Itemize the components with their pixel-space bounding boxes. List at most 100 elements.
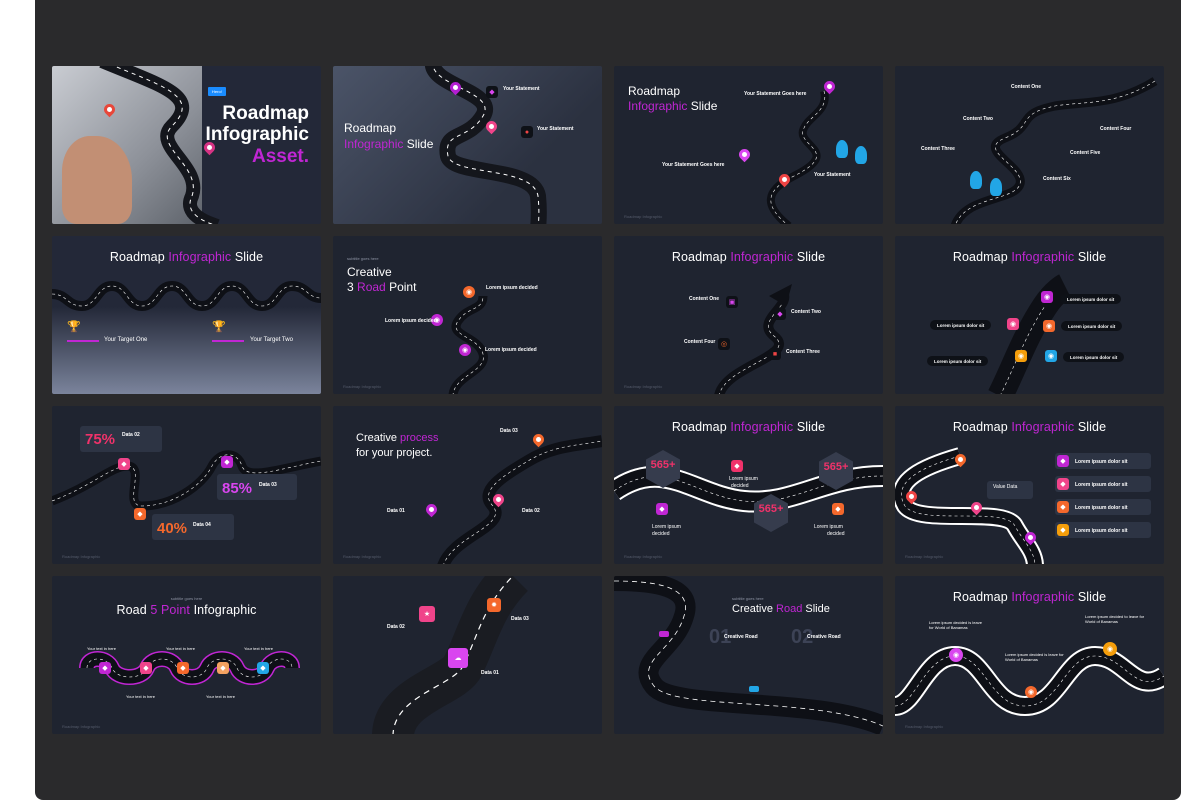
- hero-title-1: Roadmap: [222, 103, 309, 124]
- point-pill-1: Lorem ipsum dolor sit: [1060, 294, 1122, 304]
- title-word: Roadmap: [952, 250, 1008, 264]
- hex-value-2: 565+: [754, 494, 788, 532]
- value-icon: ◆: [832, 503, 844, 515]
- hand-shape: [62, 136, 132, 224]
- number-1: 01: [709, 626, 732, 648]
- title-word: Slide: [234, 250, 264, 264]
- footer-text: Roadmap Infographic: [905, 724, 944, 729]
- data-icon: ◆: [134, 508, 146, 520]
- pin-badge-icon: ◉: [1025, 686, 1037, 698]
- title-word: Infographic: [193, 603, 257, 617]
- slide-15[interactable]: subtitle goes here Creative Road Slide 0…: [614, 576, 883, 734]
- content-4: Content Four: [684, 339, 716, 345]
- content-3: Content Three: [786, 349, 820, 355]
- point-text: Your text in here: [166, 646, 195, 651]
- pin-badge-icon: ◉: [949, 648, 963, 662]
- slide-9[interactable]: 75% Data 02 85% Data 03 40% Data 04 ◆ ◆ …: [52, 406, 321, 564]
- cloud-icon: ☁: [448, 648, 468, 668]
- star-icon: ★: [419, 606, 435, 622]
- data-2: Data 02: [387, 624, 405, 630]
- title-accent: Infographic: [628, 99, 688, 113]
- data-3: Data 03: [511, 616, 529, 622]
- slide-13[interactable]: subtitle goes here Road 5 Point Infograp…: [52, 576, 321, 734]
- hero-road: [99, 66, 220, 224]
- content-5: Content Five: [1070, 150, 1101, 156]
- list-card: [1055, 522, 1151, 538]
- tree-icon: [990, 178, 1002, 196]
- title-accent: Road: [357, 280, 386, 294]
- title-word: Roadmap: [671, 420, 727, 434]
- point-pill-4: Lorem ipsum dolor sit: [927, 356, 989, 366]
- slide-12-title: Roadmap Infographic Slide: [895, 420, 1164, 434]
- title-accent: Infographic: [730, 250, 794, 264]
- content-icon: ▣: [726, 296, 738, 308]
- slide-2[interactable]: Roadmap Infographic Slide ◆ Your Stateme…: [333, 66, 602, 224]
- point-icon: ◆: [140, 662, 152, 674]
- trophy-icon: 🏆: [212, 321, 226, 333]
- title-accent: Infographic: [1011, 420, 1075, 434]
- slide-4-road: [951, 77, 1158, 224]
- slide-6[interactable]: subtitle goes here Creative 3 Road Point…: [333, 236, 602, 394]
- eyebrow: subtitle goes here: [732, 596, 764, 601]
- point-icon: ◆: [217, 662, 229, 674]
- value-label-1: Lorem ipsum: [729, 476, 758, 482]
- list-icon: ◆: [1057, 478, 1069, 490]
- data-value-1: 75%: [85, 431, 116, 448]
- slide-13-title: Road 5 Point Infographic: [52, 603, 321, 617]
- title-word: 3: [347, 280, 354, 294]
- number-2: 02: [791, 626, 814, 648]
- target-icon: ◉: [459, 344, 471, 356]
- content-1: Content One: [1011, 84, 1041, 90]
- content-3: Content Three: [921, 146, 955, 152]
- title-accent: process: [400, 432, 439, 444]
- footer-text: Roadmap Infographic: [62, 724, 101, 729]
- slide-16[interactable]: Roadmap Infographic Slide ◉ ◉ ◉ Lorem ip…: [895, 576, 1164, 734]
- data-1: Data 01: [481, 670, 499, 676]
- point-text-1: Lorem ipsum decided is leave for World o…: [929, 620, 982, 630]
- slide-4[interactable]: Content One Content Two Content Three Co…: [895, 66, 1164, 224]
- title-word: Creative: [356, 432, 397, 444]
- title-word: Slide: [1077, 590, 1107, 604]
- slide-14[interactable]: ★ ✹ ☁ Data 02 Data 03 Data 01: [333, 576, 602, 734]
- eyebrow: subtitle goes here: [347, 256, 379, 261]
- slide-10[interactable]: Creative process for your project. Data …: [333, 406, 602, 564]
- slide-7[interactable]: Roadmap Infographic Slide ▣ ◆ ◎ ■ Conten…: [614, 236, 883, 394]
- statement-icon: ●: [521, 126, 533, 138]
- title-accent: Road: [776, 603, 803, 615]
- statement-a: Your Statement Goes here: [744, 91, 807, 97]
- slide-11[interactable]: Roadmap Infographic Slide 565+ 565+ 565+…: [614, 406, 883, 564]
- list-item-3: Lorem ipsum dolor sit: [1075, 505, 1128, 511]
- point-icon: ◆: [257, 662, 269, 674]
- slide-12[interactable]: Roadmap Infographic Slide Value Data ◆ ◆…: [895, 406, 1164, 564]
- hero-tag: Hero!: [208, 87, 226, 96]
- data-value-2: 85%: [222, 480, 253, 497]
- title-word: Roadmap: [952, 590, 1008, 604]
- slide-10-road: [437, 435, 602, 564]
- title-word: Roadmap: [671, 250, 727, 264]
- title-accent: Infographic: [1011, 250, 1075, 264]
- content-6: Content Six: [1043, 176, 1071, 182]
- slide-10-title-2: for your project.: [356, 447, 433, 459]
- value-label-2b: decided: [652, 531, 670, 537]
- point-icon: ◉: [1043, 320, 1055, 332]
- slide-5[interactable]: Roadmap Infographic Slide 🏆 🏆 Your Targe…: [52, 236, 321, 394]
- slide-1-hero[interactable]: Hero! Roadmap Infographic Asset.: [52, 66, 321, 224]
- value-label-3b: decided: [827, 531, 845, 537]
- point-icon: ◆: [99, 662, 111, 674]
- title-word: Slide: [690, 99, 718, 113]
- slide-3[interactable]: Roadmap Infographic Slide Your Statement…: [614, 66, 883, 224]
- point-2: Lorem ipsum decided: [385, 318, 437, 324]
- road-label-1: Creative Road: [724, 634, 758, 640]
- hex-value-1: 565+: [646, 450, 680, 488]
- point-text: Your text in here: [87, 646, 116, 651]
- point-icon: ◉: [1015, 350, 1027, 362]
- statement-1: Your Statement: [503, 86, 540, 92]
- footer-text: Roadmap Infographic: [624, 214, 663, 219]
- point-text-2: Lorem ipsum decided is leave for World o…: [1005, 652, 1064, 662]
- slide-3-road: [766, 90, 829, 224]
- title-accent: Infographic: [344, 137, 404, 151]
- title-word: Slide: [796, 250, 826, 264]
- value-label-3: Lorem ipsum: [814, 524, 843, 530]
- slide-8[interactable]: Roadmap Infographic Slide ◉ ◉ ◉ ◉ ◉ Lore…: [895, 236, 1164, 394]
- footer-text: Roadmap Infographic: [62, 554, 101, 559]
